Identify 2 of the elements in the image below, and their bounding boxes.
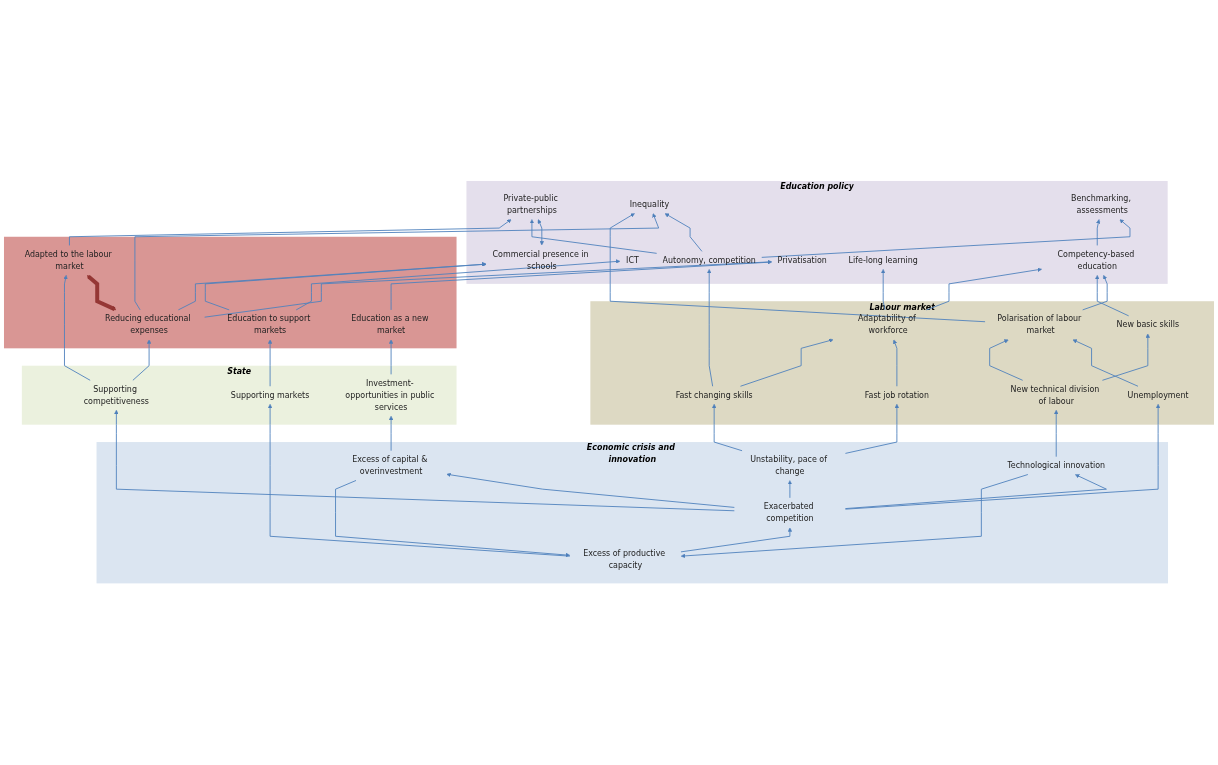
cluster (4, 237, 457, 349)
arrow (86, 275, 117, 312)
